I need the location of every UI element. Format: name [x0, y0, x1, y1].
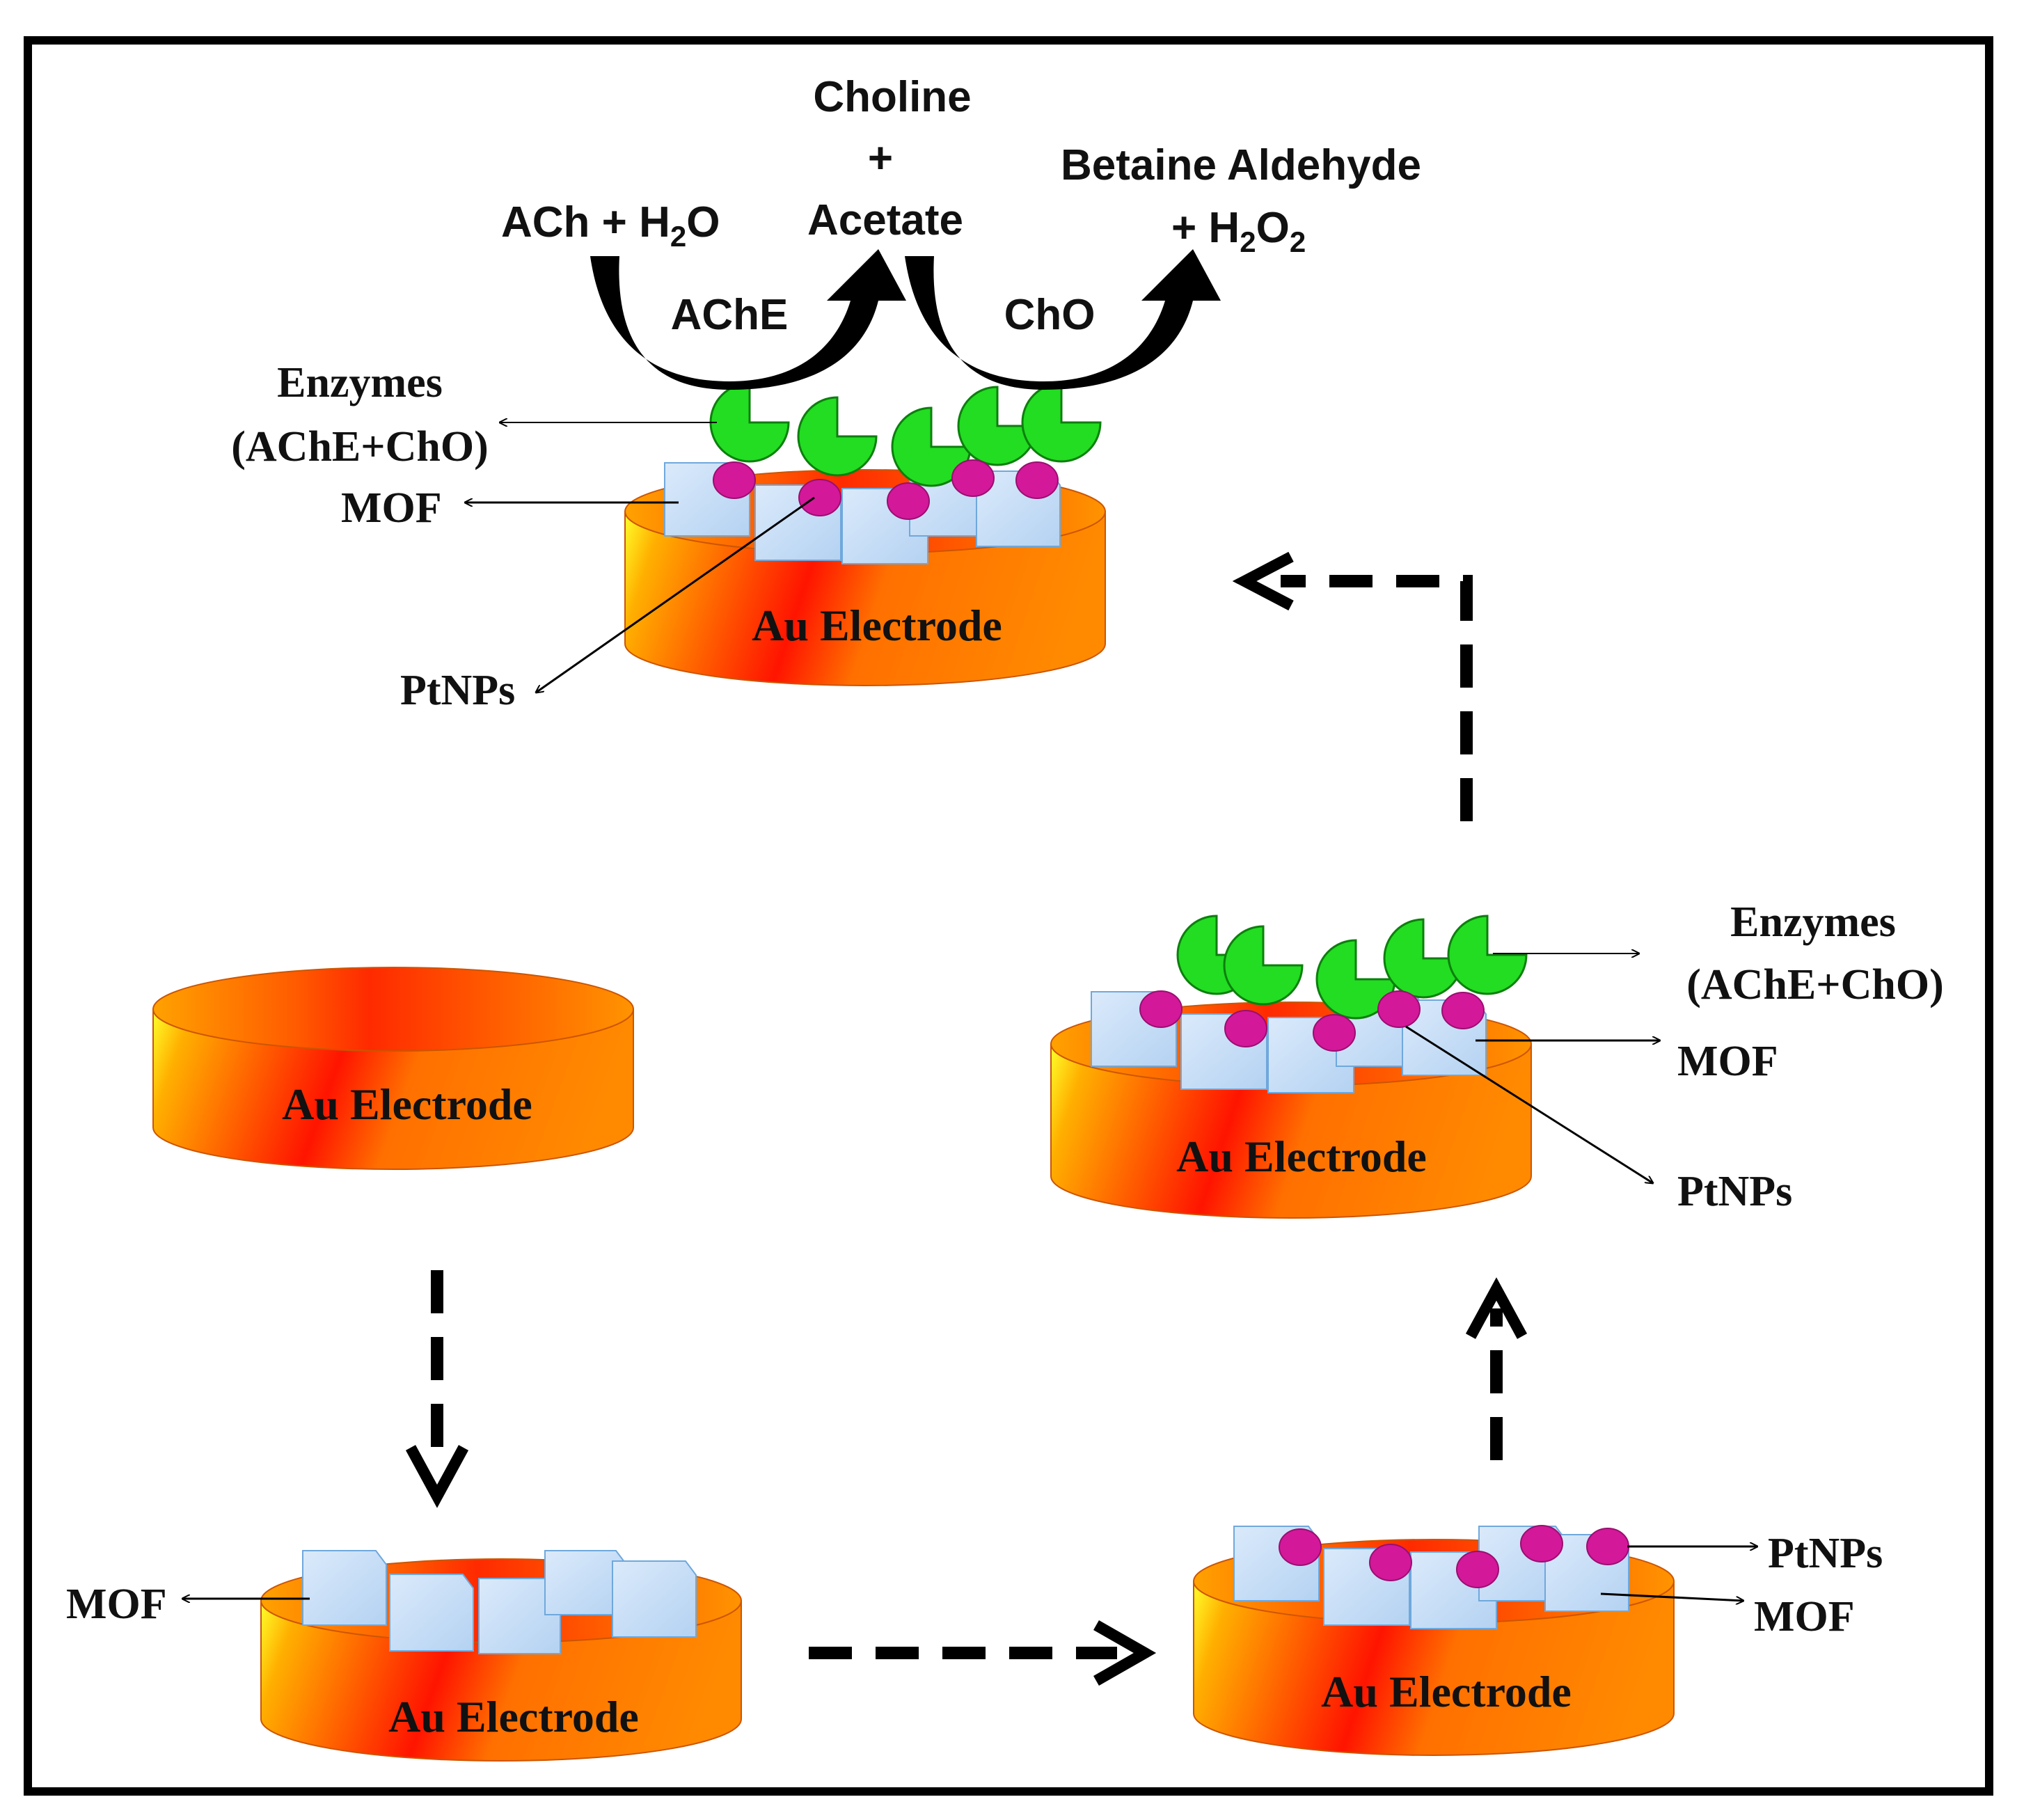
mof-crystal: [302, 1550, 387, 1626]
pt-nanoparticle: [1224, 1010, 1267, 1047]
electrode-label: Au Electrode: [282, 1079, 532, 1129]
pt-nanoparticle: [1441, 992, 1485, 1029]
flow-arrowhead-right: [1093, 1620, 1157, 1686]
enzyme-electrode-right: Au Electrode Enzymes (AChE+ChO) MOF PtNP…: [1050, 899, 1944, 1219]
enzyme-pacman: [797, 396, 878, 477]
product-line2: + H2O2: [1171, 204, 1306, 258]
pt-nanoparticles: [1279, 1525, 1629, 1588]
enzyme1-label: AChE: [671, 291, 789, 339]
flow-arrowhead-down: [405, 1445, 469, 1508]
enzymes-label-line1: Enzymes: [1730, 899, 1896, 946]
mof-label: MOF: [1754, 1593, 1855, 1640]
mof-crystals: [302, 1550, 697, 1654]
mof-electrode: Au Electrode MOF: [66, 1550, 742, 1762]
enzymes-label-line2: (AChE+ChO): [1686, 961, 1944, 1008]
intermediate-line1: Choline: [813, 73, 971, 121]
electrode-label: Au Electrode: [388, 1692, 639, 1741]
pt-nanoparticle: [1377, 990, 1421, 1028]
ptnps-label: PtNPs: [1677, 1168, 1792, 1215]
flow-arrowhead-left: [1232, 551, 1294, 611]
enzyme-pacman: [1223, 925, 1304, 1006]
process-arrows: [405, 551, 1528, 1686]
enzymes: [709, 382, 1102, 487]
electrode-label: Au Electrode: [1321, 1667, 1572, 1716]
ptnps-pointer: [536, 496, 815, 693]
intermediate-line2: Acetate: [807, 196, 963, 244]
intermediate-plus: +: [868, 134, 893, 182]
bare-electrode: Au Electrode: [152, 967, 634, 1170]
electrode-label: Au Electrode: [752, 601, 1002, 650]
mof-crystal: [478, 1578, 561, 1654]
curved-arrow-cho: [905, 249, 1221, 390]
pt-nanoparticle: [1313, 1014, 1356, 1052]
pt-nanoparticle: [951, 459, 995, 497]
enzyme-pacman: [957, 386, 1038, 466]
curved-arrow-ache: [590, 249, 906, 390]
ptnps-label: PtNPs: [1768, 1530, 1883, 1577]
enzymes-label-line2: (AChE+ChO): [231, 423, 489, 470]
electrode-label: Au Electrode: [1176, 1132, 1427, 1181]
mof-pointer: [1600, 1592, 1743, 1601]
enzyme-pacman: [1447, 915, 1528, 995]
pt-nanoparticles: [713, 459, 1059, 520]
reactant-label: ACh + H2O: [501, 198, 720, 253]
enzymes-label-line1: Enzymes: [277, 359, 443, 406]
pt-nanoparticle: [713, 461, 756, 499]
mof-label: MOF: [341, 484, 442, 532]
pt-nanoparticle: [1456, 1551, 1499, 1588]
pt-nanoparticle: [887, 482, 930, 520]
mof-crystal: [612, 1560, 697, 1638]
pt-nanoparticle: [798, 479, 841, 516]
pt-nanoparticles: [1139, 990, 1485, 1052]
mof-ptnp-electrode: Au Electrode PtNPs MOF: [1193, 1525, 1883, 1756]
pt-nanoparticle: [1520, 1525, 1563, 1562]
reaction-scheme: ACh + H2O Choline + Acetate Betaine Alde…: [501, 73, 1421, 390]
pt-nanoparticle: [1279, 1528, 1322, 1566]
enzyme-pacman: [709, 382, 790, 463]
mof-label: MOF: [1677, 1038, 1778, 1085]
enzyme2-label: ChO: [1004, 291, 1095, 339]
ptnps-label: PtNPs: [400, 667, 515, 714]
figure-border: [24, 36, 1993, 1796]
flow-arrow-up-left: [1281, 575, 1473, 821]
mof-crystal: [389, 1574, 474, 1652]
flow-arrowhead-up: [1465, 1277, 1528, 1339]
enzyme-electrode-top: Au Electrode Enzymes (AChE+ChO) MOF PtNP…: [231, 359, 1106, 714]
ptnps-pointer: [1405, 1025, 1653, 1183]
enzyme-pacman: [1383, 918, 1464, 999]
enzyme-pacman: [1021, 382, 1102, 463]
enzymes: [1176, 915, 1528, 1020]
pt-nanoparticle: [1586, 1528, 1629, 1565]
mof-label: MOF: [66, 1581, 167, 1628]
pt-nanoparticle: [1369, 1544, 1412, 1581]
pt-nanoparticle: [1139, 990, 1182, 1028]
pt-nanoparticle: [1015, 461, 1059, 499]
product-line1: Betaine Aldehyde: [1061, 141, 1421, 189]
